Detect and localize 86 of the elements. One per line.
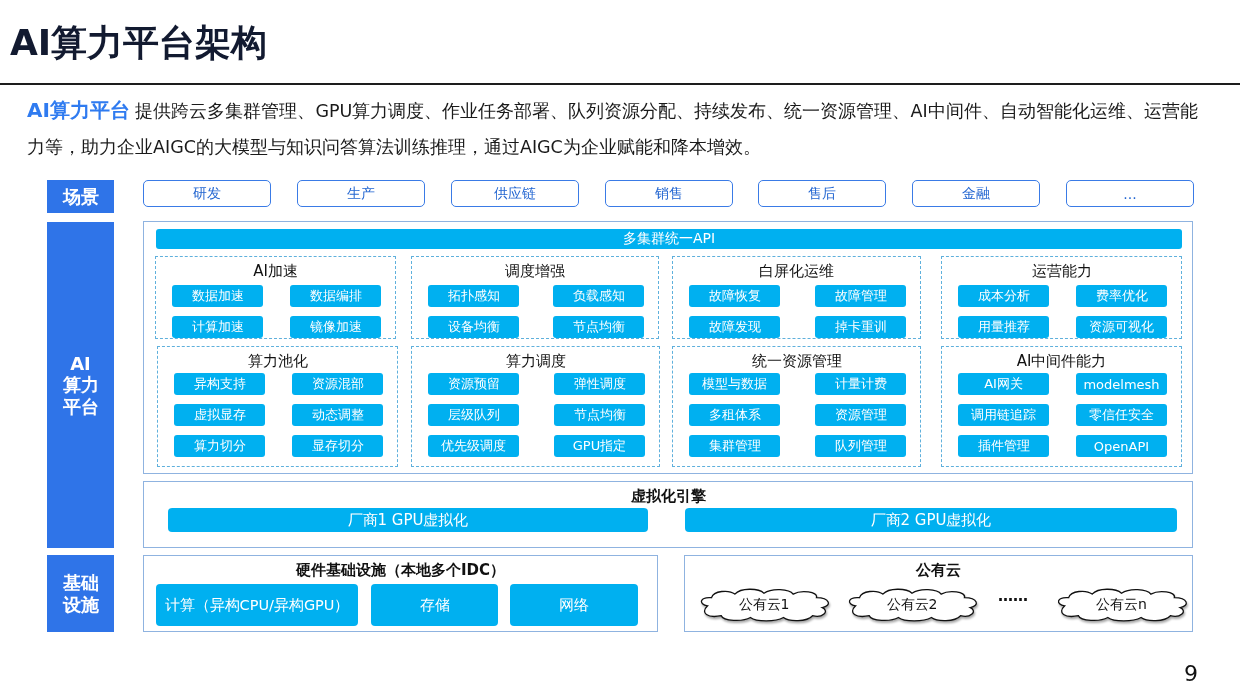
feature-tile: 虚拟显存 — [174, 404, 265, 426]
resource-tile: 存储 — [371, 584, 498, 626]
feature-tile: OpenAPI — [1076, 435, 1167, 457]
feature-tile: 显存切分 — [292, 435, 383, 457]
dashed-group-frame — [941, 346, 1182, 467]
feature-tile: 资源管理 — [815, 404, 906, 426]
feature-tile: 多租体系 — [689, 404, 780, 426]
feature-tile: 计量计费 — [815, 373, 906, 395]
platform-panel — [143, 221, 1193, 474]
feature-tile: GPU指定 — [554, 435, 645, 457]
feature-tile: 集群管理 — [689, 435, 780, 457]
dashed-group-frame — [941, 256, 1182, 339]
feature-tile: 资源混部 — [292, 373, 383, 395]
feature-tile: 故障管理 — [815, 285, 906, 307]
group-heading: 运营能力 — [1031, 262, 1092, 281]
feature-tile: 设备均衡 — [428, 316, 519, 338]
feature-tile: 动态调整 — [292, 404, 383, 426]
feature-tile: 节点均衡 — [553, 316, 644, 338]
feature-tile: 负载感知 — [553, 285, 644, 307]
layer-label: 场景 — [47, 180, 114, 213]
panel-heading: 虚拟化引擎 — [630, 487, 706, 506]
feature-tile: 优先级调度 — [428, 435, 519, 457]
feature-tile: 弹性调度 — [554, 373, 645, 395]
intro-paragraph: AI算力平台 提供跨云多集群管理、GPU算力调度、作业任务部署、队列资源分配、持续发布、统一资源管理、AI中间件、自动智能化运维、运营能力等，助力企业AIGC的大模型与知识问答算法训练推理，通过AIGC为企业赋能和降本增效。 — [27, 97, 1199, 159]
scenario-tag: 供应链 — [451, 180, 579, 207]
feature-tile: AI网关 — [958, 373, 1049, 395]
feature-tile: 数据编排 — [290, 285, 381, 307]
scenario-tag: 研发 — [143, 180, 271, 207]
feature-tile: 故障发现 — [689, 316, 780, 338]
feature-tile: 掉卡重训 — [815, 316, 906, 338]
page-number: 9 — [1184, 660, 1198, 688]
panel-heading: 公有云 — [916, 561, 961, 580]
dashed-group-frame — [157, 346, 398, 467]
feature-tile: 模型与数据 — [689, 373, 780, 395]
feature-tile: 计算加速 — [172, 316, 263, 338]
resource-tile: 计算（异构CPU/异构GPU） — [156, 584, 358, 626]
panel-heading: 硬件基础设施（本地多个IDC） — [296, 561, 505, 580]
dashed-group-frame — [672, 346, 921, 467]
layer-panel — [143, 555, 658, 632]
group-heading: 统一资源管理 — [751, 352, 842, 371]
feature-tile: 零信任安全 — [1076, 404, 1167, 426]
group-heading: 白屏化运维 — [759, 262, 834, 281]
resource-tile: 网络 — [510, 584, 638, 626]
scenario-tag: 销售 — [605, 180, 733, 207]
vendor-bar: 厂商2 GPU虚拟化 — [685, 508, 1177, 532]
feature-tile: 故障恢复 — [689, 285, 780, 307]
ellipsis-text: …… — [998, 586, 1028, 606]
feature-tile: 层级队列 — [428, 404, 519, 426]
feature-tile: 调用链追踪 — [958, 404, 1049, 426]
feature-tile: 节点均衡 — [554, 404, 645, 426]
vendor-bar: 厂商1 GPU虚拟化 — [168, 508, 648, 532]
scenario-tag: 生产 — [297, 180, 425, 207]
feature-tile: 队列管理 — [815, 435, 906, 457]
group-heading: 算力调度 — [505, 352, 566, 371]
feature-tile: 数据加速 — [172, 285, 263, 307]
cloud-label: 公有云2 — [886, 595, 938, 613]
cloud-label: 公有云1 — [738, 595, 790, 613]
dashed-group-frame — [411, 346, 660, 467]
scenario-tag: 售后 — [758, 180, 886, 207]
feature-tile: 拓扑感知 — [428, 285, 519, 307]
feature-tile: 资源预留 — [428, 373, 519, 395]
group-heading: AI中间件能力 — [1016, 352, 1107, 371]
feature-tile: 插件管理 — [958, 435, 1049, 457]
scenario-tag: 金融 — [912, 180, 1040, 207]
feature-tile: 费率优化 — [1076, 285, 1167, 307]
layer-panel — [684, 555, 1193, 632]
group-heading: 算力池化 — [247, 352, 308, 371]
cloud-label: 公有云n — [1096, 595, 1147, 613]
dashed-group-frame — [155, 256, 396, 339]
dashed-group-frame — [411, 256, 659, 339]
dashed-group-frame — [672, 256, 921, 339]
feature-tile: 用量推荐 — [958, 316, 1049, 338]
group-heading: 调度增强 — [505, 262, 565, 281]
layer-label: AI算力平台 — [47, 222, 114, 548]
layer-label: 基础设施 — [47, 555, 114, 632]
feature-tile: modelmesh — [1076, 373, 1167, 395]
page-title: AI算力平台架构 — [10, 21, 268, 65]
api-bar: 多集群统一API — [156, 229, 1182, 249]
feature-tile: 异构支持 — [174, 373, 265, 395]
group-heading: AI加速 — [253, 262, 298, 281]
feature-tile: 资源可视化 — [1076, 316, 1167, 338]
feature-tile: 成本分析 — [958, 285, 1049, 307]
feature-tile: 算力切分 — [174, 435, 265, 457]
layer-panel — [143, 481, 1193, 548]
feature-tile: 镜像加速 — [290, 316, 381, 338]
scenario-tag: ... — [1066, 180, 1194, 207]
